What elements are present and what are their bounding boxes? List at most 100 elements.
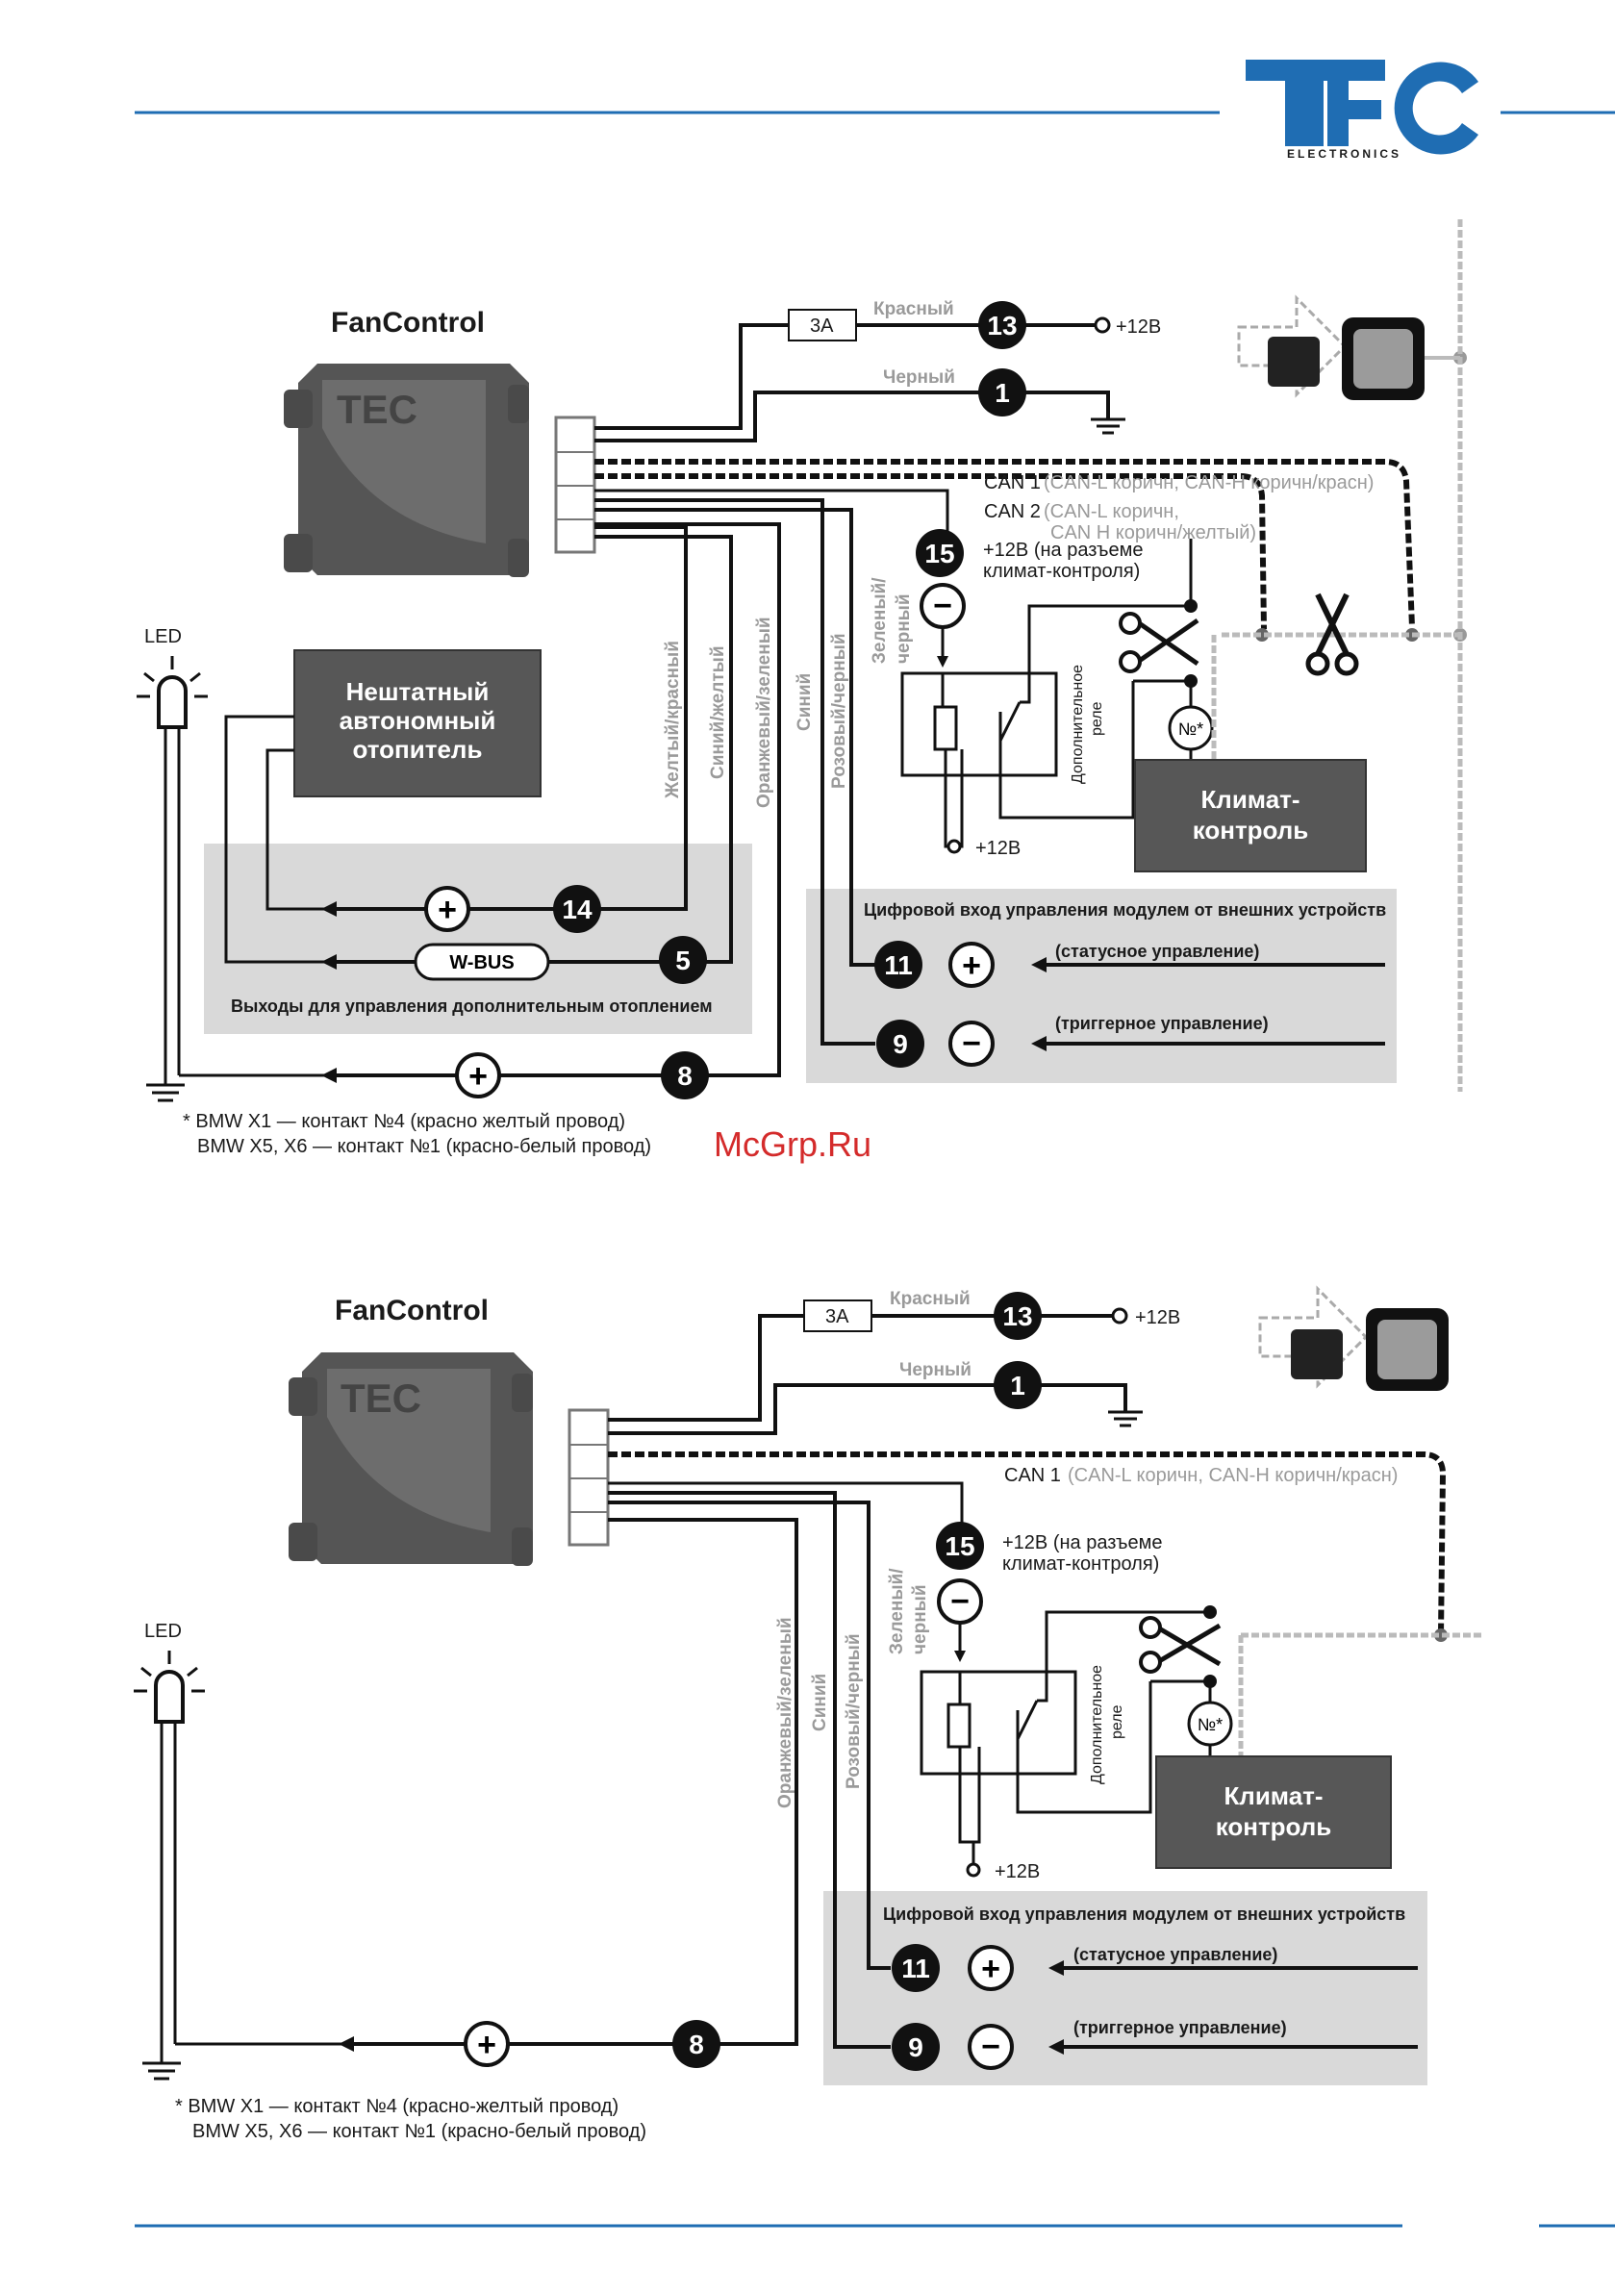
d1-fancontrol-module: TEC [284, 364, 529, 577]
d1-wbus-text: W-BUS [449, 952, 514, 973]
d2-pin-8-text: 8 [689, 2030, 704, 2059]
d2-minus-15-text: − [950, 1583, 970, 1620]
d1-pin-9-text: 9 [893, 1029, 908, 1059]
d2-wire-red-label: Красный [890, 1289, 971, 1309]
d1-green-label-b: черный [894, 593, 914, 664]
d1-green-label-a: Зеленый/ [870, 577, 890, 664]
d2-wire-blue-label: Синий [810, 1674, 830, 1731]
d1-module-logo: TEC [337, 387, 417, 432]
d1-plus-11-text: + [962, 947, 981, 984]
d1-wire-p9 [594, 498, 875, 1046]
d1-trigger-ctrl: (триггерное управление) [1055, 1014, 1269, 1033]
d2-climate-a: Климат- [1224, 1781, 1323, 1810]
d2-wire-p8 [366, 1518, 798, 2046]
d2-can1-label-b: (CAN-L коричн, CAN-H коричн/красн) [1068, 1465, 1398, 1486]
d2-pin-9-text: 9 [908, 2032, 923, 2062]
d2-wire-p11 [608, 1501, 891, 1970]
tec-logo: ELECTRONICS [1246, 60, 1478, 161]
d1-pin-1 [978, 368, 1026, 416]
d1-pin-14-text: 14 [562, 895, 593, 924]
d1-plus-icon-14 [424, 886, 470, 932]
d2-fuse [803, 1299, 872, 1332]
d1-wire-heater-2 [224, 715, 329, 964]
d2-can1-pair [608, 1451, 1447, 1636]
d2-pin-9 [892, 2023, 940, 2071]
d1-wire-red-label: Красный [873, 299, 954, 319]
diagram-2: FanControl TEC 3A Красный +12В 13 [134, 1285, 1481, 2142]
d1-climate-b: контроль [1193, 816, 1309, 845]
d1-wbus-badge [414, 943, 550, 981]
d1-plus-14-text: + [438, 892, 457, 928]
d1-plus-8-text: + [468, 1058, 488, 1095]
d1-heater-box [293, 649, 542, 797]
d1-outputs-panel [204, 844, 752, 1034]
d1-status-ctrl: (статусное управление) [1055, 942, 1259, 961]
d2-plus-11-text: + [981, 1951, 1000, 1987]
d2-seat-heat-button-icon [1258, 1285, 1449, 1391]
d1-led-icon [137, 656, 208, 729]
d2-digital-caption: Цифровой вход управления модулем от внеш… [883, 1905, 1405, 1924]
d1-can-node-a [1255, 628, 1269, 642]
d1-scissors-icon-can [1305, 593, 1359, 676]
d1-pin-11 [874, 941, 922, 989]
d1-plus-icon-11 [948, 942, 995, 988]
d2-wire-pink-black-label: Розовый/черный [844, 1633, 864, 1789]
d2-pin-11 [892, 1944, 940, 1992]
d2-led-ground-icon [142, 2061, 181, 2081]
d1-can2-label-c: CAN H коричн/желтый) [1050, 522, 1256, 543]
d1-fuse-label: 3A [810, 315, 834, 337]
d1-note-1: * BMW X1 — контакт №4 (красно желтый про… [183, 1111, 625, 1132]
d2-relay [920, 1610, 1210, 1878]
d1-can1-label-b: (CAN-L коричн, CAN-H коричн/красн) [1044, 472, 1374, 493]
d2-contact-num-text: №* [1198, 1715, 1223, 1734]
d1-relay-label-b: реле [1089, 701, 1105, 736]
d1-note-2: BMW X5, X6 — контакт №1 (красно-белый пр… [197, 1136, 651, 1157]
d1-pin-15 [916, 529, 964, 577]
d1-wire-blue-label: Синий [795, 673, 815, 731]
d2-trigger-ctrl: (триггерное управление) [1073, 2018, 1287, 2037]
d2-wire-black-label: Черный [899, 1360, 972, 1380]
d1-pin-15-text: 15 [924, 539, 954, 568]
d1-pin-5 [659, 936, 707, 984]
d1-wire-black-label: Черный [883, 367, 955, 388]
d1-wire-red [594, 323, 789, 430]
d2-minus-icon-9 [968, 2024, 1014, 2070]
d1-pin-9 [876, 1020, 924, 1068]
d1-ground-icon [1091, 417, 1125, 435]
d1-title: FanControl [331, 307, 485, 339]
d2-pin-13-text: 13 [1002, 1301, 1032, 1331]
d2-wire-black [608, 1383, 1127, 1435]
d1-wire-yellow-red-label: Желтый/красный [663, 641, 683, 799]
d1-p15-label-b: климат-контроля) [983, 561, 1140, 582]
d1-minus-9-text: − [962, 1025, 981, 1062]
d2-note-1: * BMW X1 — контакт №4 (красно-желтый про… [175, 2096, 618, 2117]
d2-p15-label-a: +12В (на разъеме [1002, 1532, 1162, 1553]
d2-wire-p9 [608, 1491, 891, 2049]
d2-minus-9-text: − [981, 2029, 1000, 2065]
d1-fuse [788, 309, 857, 341]
d2-can-node [1434, 1628, 1448, 1642]
d2-status-ctrl: (статусное управление) [1073, 1945, 1277, 1964]
d1-contact-num-text: №* [1178, 719, 1203, 739]
d2-connector [568, 1408, 610, 1547]
d2-pin-8 [672, 2020, 720, 2068]
d1-outputs-caption: Выходы для управления дополнительным ото… [231, 997, 713, 1016]
d2-climate-b: контроль [1216, 1812, 1332, 1841]
d2-relay-label-a: Дополнительное [1089, 1665, 1105, 1784]
d2-note-2: BMW X5, X6 — контакт №1 (красно-белый пр… [192, 2121, 646, 2142]
d1-pin-8-text: 8 [677, 1061, 693, 1091]
d2-title: FanControl [335, 1295, 489, 1326]
d2-pin-1 [994, 1361, 1042, 1409]
d1-pin-1-text: 1 [995, 378, 1010, 408]
d1-can2-label-b: (CAN-L коричн, [1044, 501, 1179, 522]
d1-minus-15-text: − [933, 588, 952, 624]
d2-wire-red [608, 1314, 804, 1422]
d1-p15-label-a: +12В (на разъеме [983, 540, 1143, 561]
d1-wire-p11 [594, 508, 875, 967]
d2-climate-control-box [1155, 1755, 1392, 1869]
d2-wire-green-black [608, 1481, 964, 1529]
d1-can2-pair [594, 473, 1267, 630]
d1-climate-control-box [1134, 759, 1367, 872]
